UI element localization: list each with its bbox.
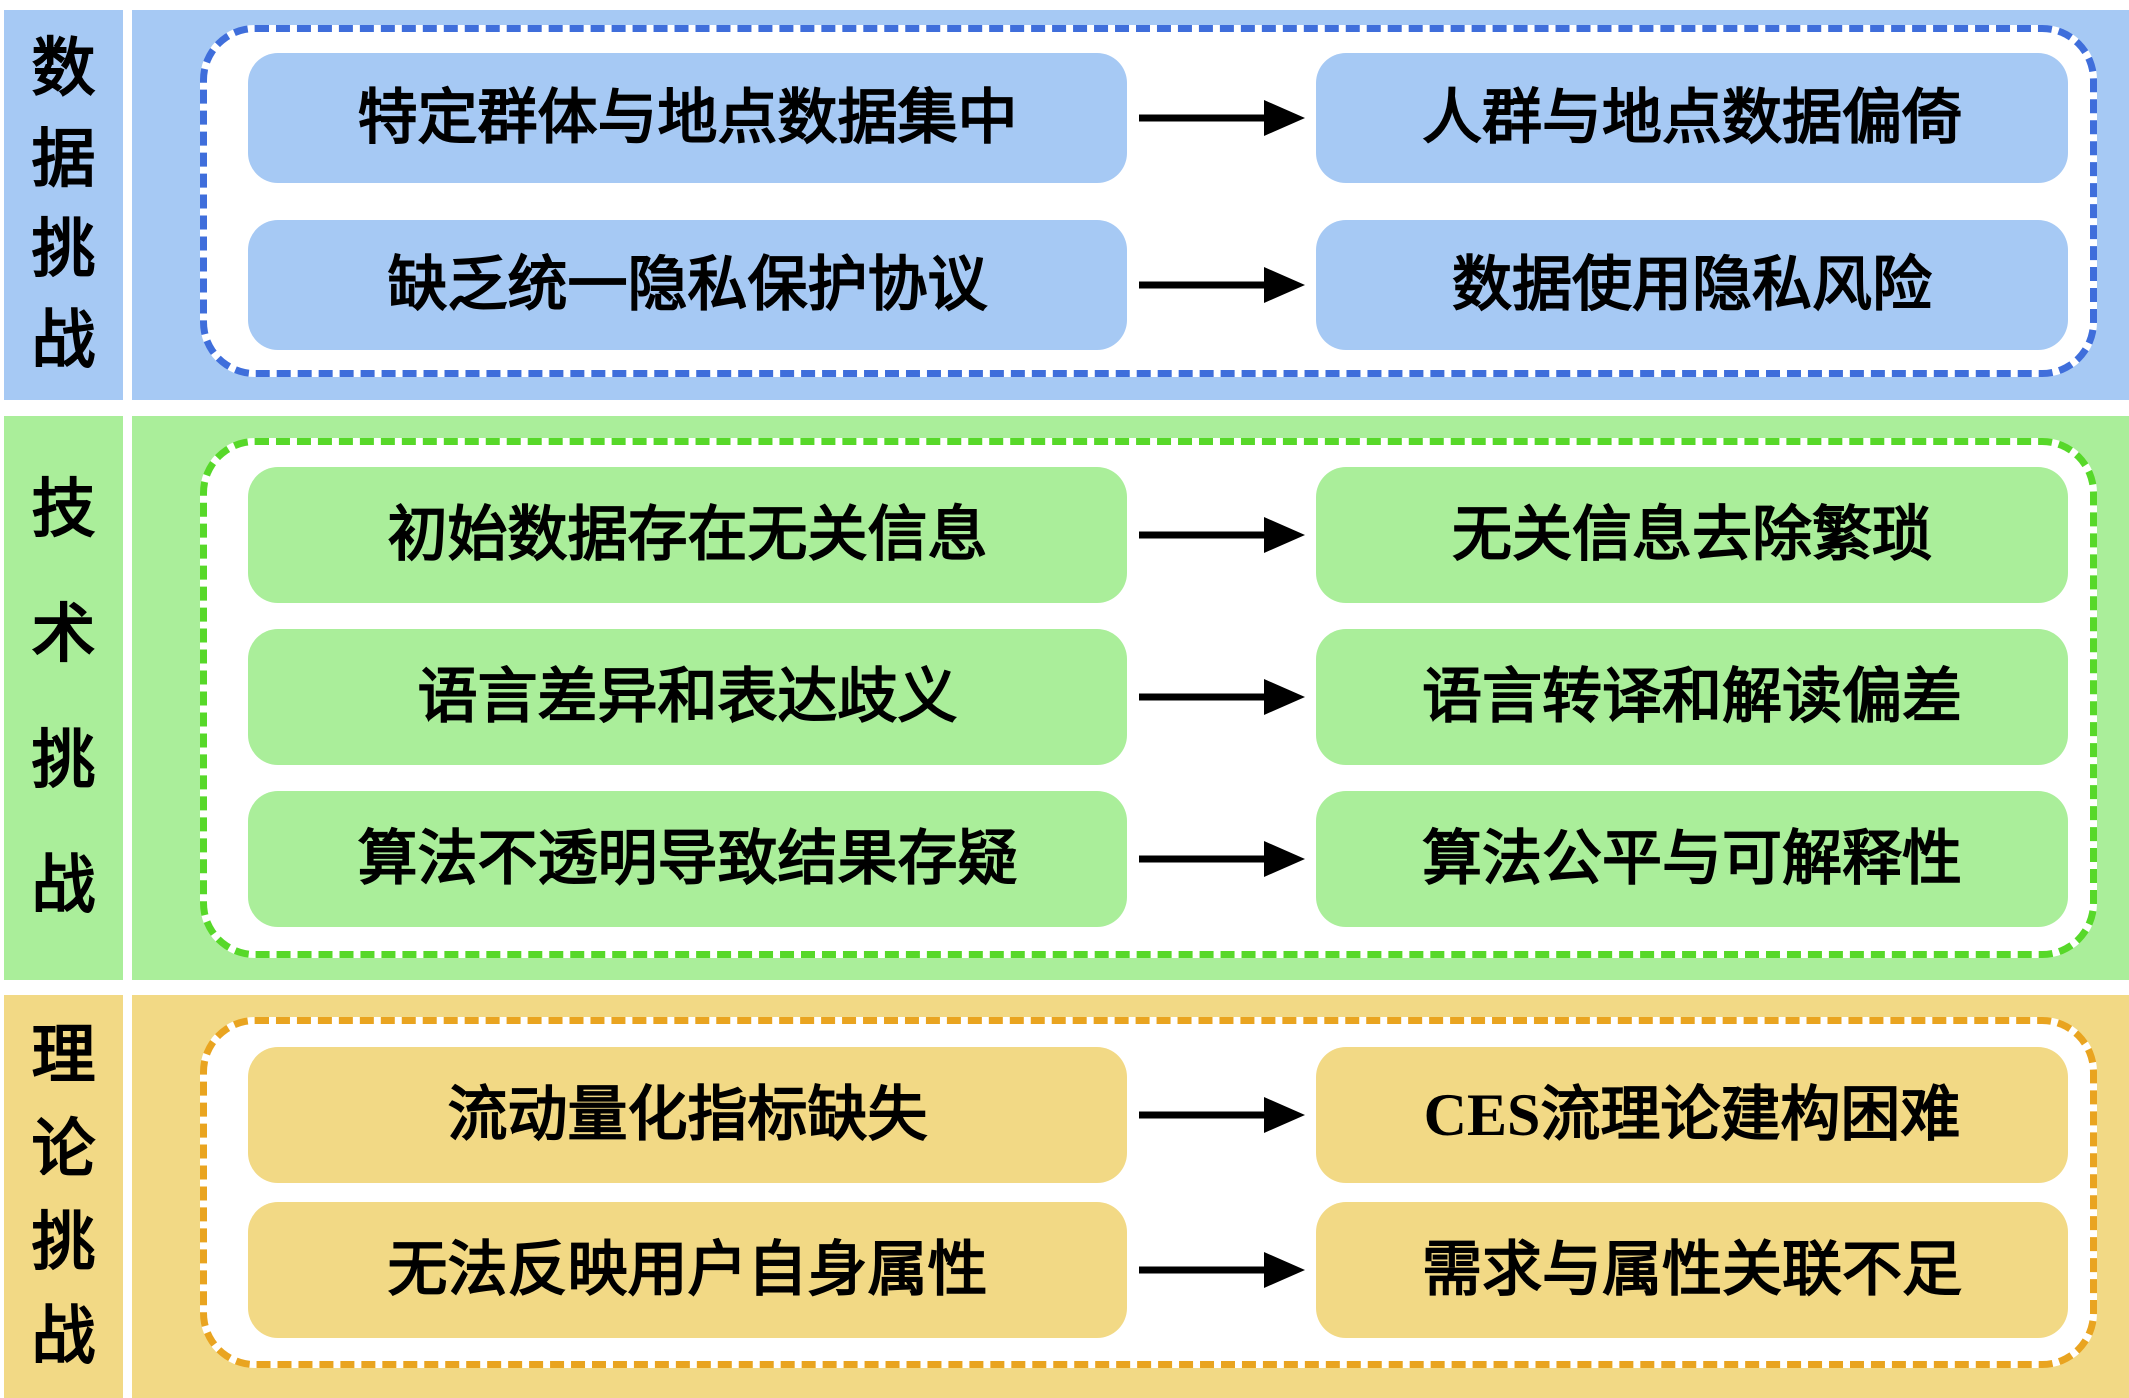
section-panel-technical: 初始数据存在无关信息 无关信息去除繁琐 语言差异和表达歧义 语言转译和解读偏差 … <box>132 416 2129 980</box>
arrow-right-icon <box>1127 1047 1316 1183</box>
flow-row: 初始数据存在无关信息 无关信息去除繁琐 <box>248 467 2068 603</box>
consequence-box: 数据使用隐私风险 <box>1316 220 2068 350</box>
arrow-right-icon <box>1127 791 1316 927</box>
sidebar-char: 据 <box>31 123 96 195</box>
consequence-box: 无关信息去除繁琐 <box>1316 467 2068 603</box>
arrow-right-icon <box>1127 220 1316 350</box>
dashed-container-theoretical: 流动量化指标缺失 CES流理论建构困难 无法反映用户自身属性 需求与属性关联不足 <box>200 1017 2097 1368</box>
arrow-right-icon <box>1127 467 1316 603</box>
sidebar-char: 挑 <box>31 214 96 286</box>
section-panel-data: 特定群体与地点数据集中 人群与地点数据偏倚 缺乏统一隐私保护协议 数据使用隐私风… <box>132 10 2129 400</box>
challenge-box: 缺乏统一隐私保护协议 <box>248 220 1127 350</box>
section-data-challenges: 数据挑战 特定群体与地点数据集中 人群与地点数据偏倚 缺乏统一隐私保护协议 数据… <box>4 10 2129 400</box>
arrow-right-icon <box>1127 629 1316 765</box>
challenge-box: 无法反映用户自身属性 <box>248 1202 1127 1338</box>
section-label-technical-challenges: 技术挑战 <box>4 416 123 980</box>
consequence-box: 需求与属性关联不足 <box>1316 1202 2068 1338</box>
sidebar-char: 术 <box>31 599 96 671</box>
sidebar-char: 论 <box>31 1113 96 1185</box>
consequence-box: CES流理论建构困难 <box>1316 1047 2068 1183</box>
sidebar-char: 战 <box>31 305 96 377</box>
flow-row: 流动量化指标缺失 CES流理论建构困难 <box>248 1047 2068 1183</box>
sidebar-char: 挑 <box>31 1207 96 1279</box>
consequence-box: 算法公平与可解释性 <box>1316 791 2068 927</box>
dashed-container-data: 特定群体与地点数据集中 人群与地点数据偏倚 缺乏统一隐私保护协议 数据使用隐私风… <box>200 25 2097 377</box>
section-technical-challenges: 技术挑战 初始数据存在无关信息 无关信息去除繁琐 语言差异和表达歧义 语言转译和… <box>4 416 2129 980</box>
sidebar-char: 数 <box>31 32 96 104</box>
arrow-right-icon <box>1127 53 1316 183</box>
section-label-data-challenges: 数据挑战 <box>4 10 123 400</box>
flow-row: 缺乏统一隐私保护协议 数据使用隐私风险 <box>248 220 2068 350</box>
challenge-box: 特定群体与地点数据集中 <box>248 53 1127 183</box>
flow-row: 语言差异和表达歧义 语言转译和解读偏差 <box>248 629 2068 765</box>
sidebar-char: 技 <box>31 473 96 545</box>
section-label-theoretical-challenges: 理论挑战 <box>4 995 123 1398</box>
flow-row: 算法不透明导致结果存疑 算法公平与可解释性 <box>248 791 2068 927</box>
challenge-box: 初始数据存在无关信息 <box>248 467 1127 603</box>
sidebar-char: 战 <box>31 850 96 922</box>
consequence-box: 人群与地点数据偏倚 <box>1316 53 2068 183</box>
consequence-box: 语言转译和解读偏差 <box>1316 629 2068 765</box>
section-panel-theoretical: 流动量化指标缺失 CES流理论建构困难 无法反映用户自身属性 需求与属性关联不足 <box>132 995 2129 1398</box>
challenge-box: 语言差异和表达歧义 <box>248 629 1127 765</box>
arrow-right-icon <box>1127 1202 1316 1338</box>
flow-row: 特定群体与地点数据集中 人群与地点数据偏倚 <box>248 53 2068 183</box>
flow-row: 无法反映用户自身属性 需求与属性关联不足 <box>248 1202 2068 1338</box>
challenge-box: 算法不透明导致结果存疑 <box>248 791 1127 927</box>
dashed-container-technical: 初始数据存在无关信息 无关信息去除繁琐 语言差异和表达歧义 语言转译和解读偏差 … <box>200 438 2097 958</box>
sidebar-char: 挑 <box>31 724 96 796</box>
sidebar-char: 战 <box>31 1300 96 1372</box>
sidebar-char: 理 <box>31 1020 96 1092</box>
challenge-box: 流动量化指标缺失 <box>248 1047 1127 1183</box>
section-theoretical-challenges: 理论挑战 流动量化指标缺失 CES流理论建构困难 无法反映用户自身属性 需求与属… <box>4 995 2129 1398</box>
